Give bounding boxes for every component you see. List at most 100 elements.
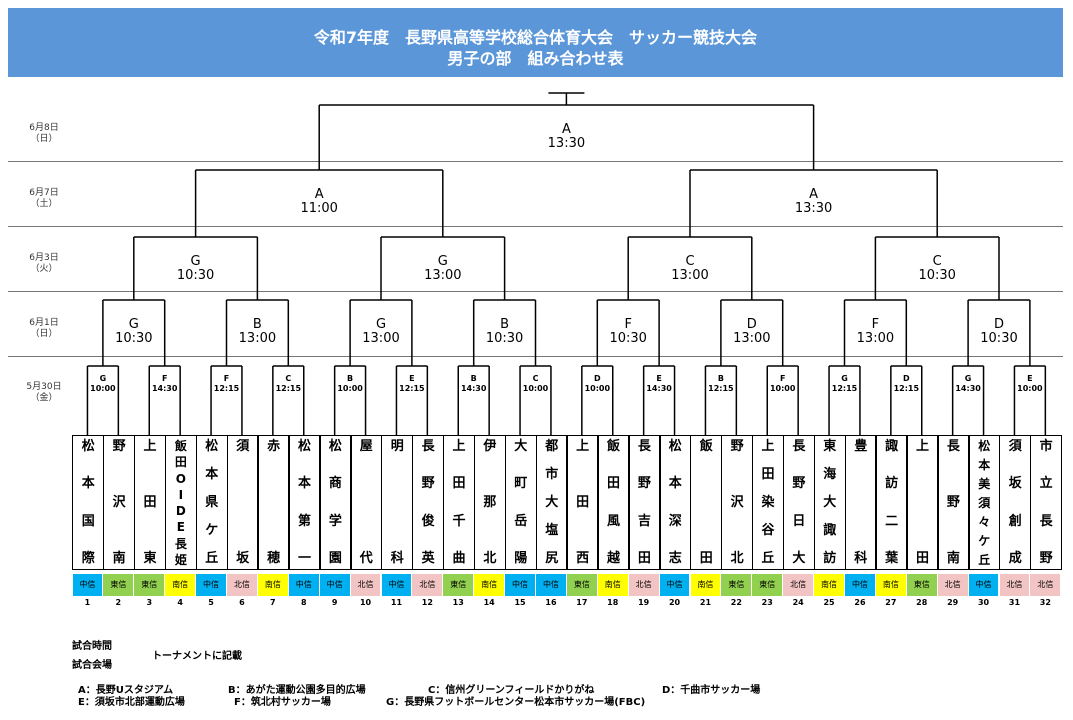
team-name: 屋代 [351, 440, 381, 566]
team-name-char: 田 [143, 495, 157, 510]
team-name-char: 松 [81, 439, 95, 454]
match-venue: A [314, 187, 324, 202]
date-label-quarters: 6月3日（火） [29, 253, 59, 274]
team-name-char: O [175, 471, 186, 486]
round-divider [8, 161, 1063, 162]
team-number: 1 [84, 598, 91, 607]
match-time: 12:15 [831, 384, 858, 393]
team-name-char: 第 [297, 513, 311, 529]
team-name-char: 松 [668, 439, 682, 454]
team-name-char: 野 [421, 476, 435, 492]
team-number: 27 [885, 598, 897, 607]
region-badge: 南信 [257, 574, 288, 596]
date-label-round16: 6月1日（日） [29, 318, 59, 339]
team-box: 豊科 [844, 435, 877, 570]
match-venue: B [347, 374, 354, 383]
team-number: 9 [331, 598, 338, 607]
team-number: 7 [270, 598, 276, 607]
team-name-char: 長 [1039, 513, 1053, 529]
team-box: 東海大諏訪 [813, 435, 846, 570]
team-name: 大町岳陽 [506, 440, 536, 566]
match-time: 13:30 [547, 136, 586, 151]
team-name: 豊科 [846, 440, 876, 566]
region-badge: 中信 [196, 574, 226, 596]
team-box: 上田西 [566, 435, 599, 570]
match-venue: G [190, 254, 201, 269]
region-badge: 南信 [597, 574, 628, 596]
team-name-char: 英 [421, 550, 435, 566]
team-box: 上田染谷丘 [751, 435, 785, 570]
team-name-char: 々 [978, 515, 991, 529]
team-name-char: 大 [823, 495, 837, 510]
team-box: 伊那北 [473, 435, 507, 570]
team-name: 飯田風越 [598, 440, 628, 566]
team-name-char: 北 [730, 551, 744, 566]
region-badge: 中信 [288, 574, 319, 596]
team-box: 松本国際 [72, 435, 105, 570]
team-box: 長野俊英 [411, 435, 445, 570]
team-name-char: 野 [1039, 550, 1053, 566]
team-name-char: 田 [637, 550, 651, 566]
match-time: 10:00 [522, 384, 549, 393]
team-name: 須坂 [228, 440, 258, 566]
team-box: 須坂創成 [999, 435, 1032, 570]
match-venue: A [561, 122, 571, 137]
team-number: 8 [300, 598, 307, 607]
match-venue: B [717, 374, 724, 383]
team-name: 松商学園 [320, 440, 350, 566]
venue-b: B：あがた運動公園多目的広場 [228, 685, 366, 696]
region-badge: 東信 [566, 574, 597, 596]
team-name-char: 葉 [885, 550, 899, 566]
team-name-char: 諏 [823, 523, 837, 538]
team-name-char: 坂 [236, 551, 250, 566]
team-name-char: 田 [761, 467, 775, 482]
team-name-char: 野 [946, 495, 960, 510]
team-name-char: 田 [699, 551, 713, 566]
team-name-char: 越 [606, 550, 620, 566]
tournament-title: 令和7年度 長野県高等学校総合体育大会 サッカー競技大会 [313, 28, 758, 47]
team-number: 18 [607, 598, 619, 607]
team-name: 上田西 [567, 440, 597, 566]
match-time: 14:30 [955, 384, 981, 393]
team-box: 上田東 [133, 435, 167, 570]
team-name: 赤穂 [258, 440, 288, 566]
team-name-char: 丘 [978, 553, 991, 567]
team-name-char: 南 [112, 551, 126, 566]
match-venue: C [932, 254, 942, 269]
team-name-char: 姫 [174, 552, 187, 567]
team-name-char: 長 [946, 439, 960, 454]
team-name-char: 飯 [174, 439, 187, 453]
team-number: 28 [916, 598, 928, 607]
match-venue: A [809, 187, 819, 202]
venue-a: A：長野Uスタジアム [78, 685, 174, 696]
team-name-char: 町 [514, 476, 528, 492]
team-name-char: 坂 [1008, 476, 1022, 492]
tournament-subtitle: 男子の部 組み合わせ表 [447, 49, 624, 68]
team-name-char: 明 [390, 439, 404, 454]
team-name-char: 須 [1008, 439, 1022, 454]
team-name: 野沢南 [104, 440, 134, 566]
team-name-char: 吉 [637, 513, 651, 529]
team-number: 2 [115, 598, 122, 607]
team-name: 東海大諏訪 [815, 440, 845, 566]
team-box: 野沢南 [102, 435, 136, 570]
match-venue: G [437, 254, 448, 269]
team-box: 松本美須々ケ丘 [968, 435, 1001, 570]
team-box: 諏訪二葉 [875, 435, 908, 570]
team-name-char: 日 [792, 513, 806, 529]
team-name-char: 創 [1008, 513, 1022, 529]
region-badge: 中信 [72, 574, 103, 596]
team-box: 長野吉田 [628, 435, 661, 570]
match-venue: E [1027, 374, 1033, 383]
team-name: 松本国際 [73, 440, 103, 566]
team-box: 長野日大 [782, 435, 816, 570]
match-time: 10:30 [609, 331, 647, 346]
